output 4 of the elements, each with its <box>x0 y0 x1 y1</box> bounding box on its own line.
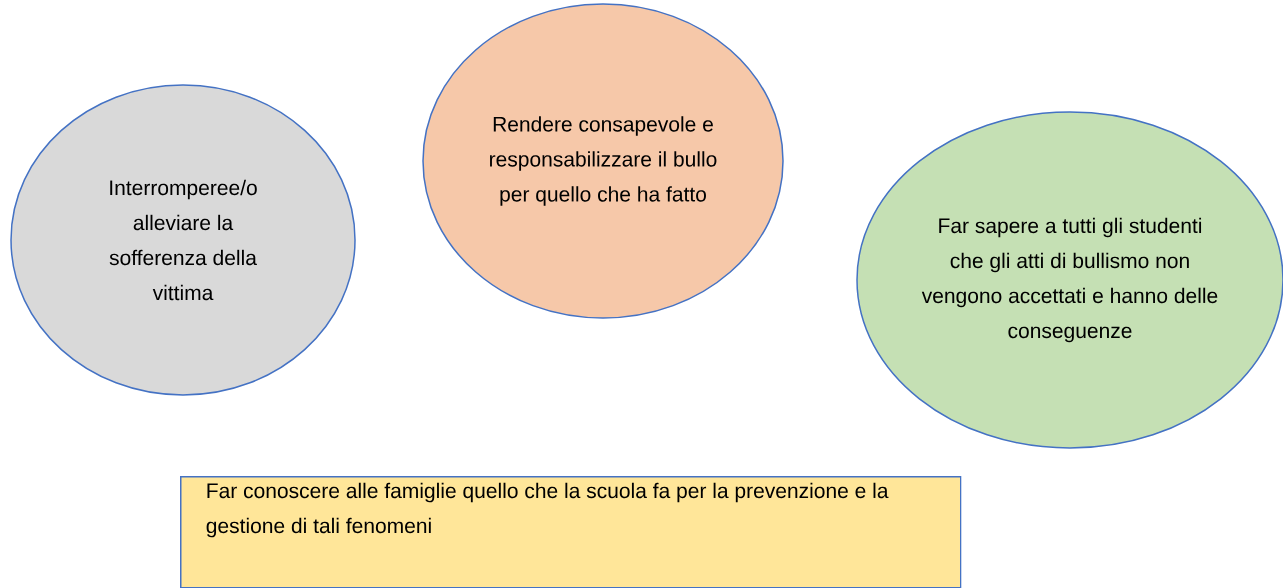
ellipse-node: Far sapere a tutti gli studenti che gli atti di bullismo non vengono accettati e hanno delle conseguenze <box>856 111 1283 449</box>
text-box: Far conoscere alle famiglie quello che la scuola fa per la prevenzione e la gestione di tali fenomeni <box>180 476 962 588</box>
ellipse-node: Rendere consapevole e responsabilizzare il bullo per quello che ha fatto <box>422 3 784 319</box>
ellipse-node: Interromperee/o alleviare la sofferenza della vittima <box>10 84 356 396</box>
